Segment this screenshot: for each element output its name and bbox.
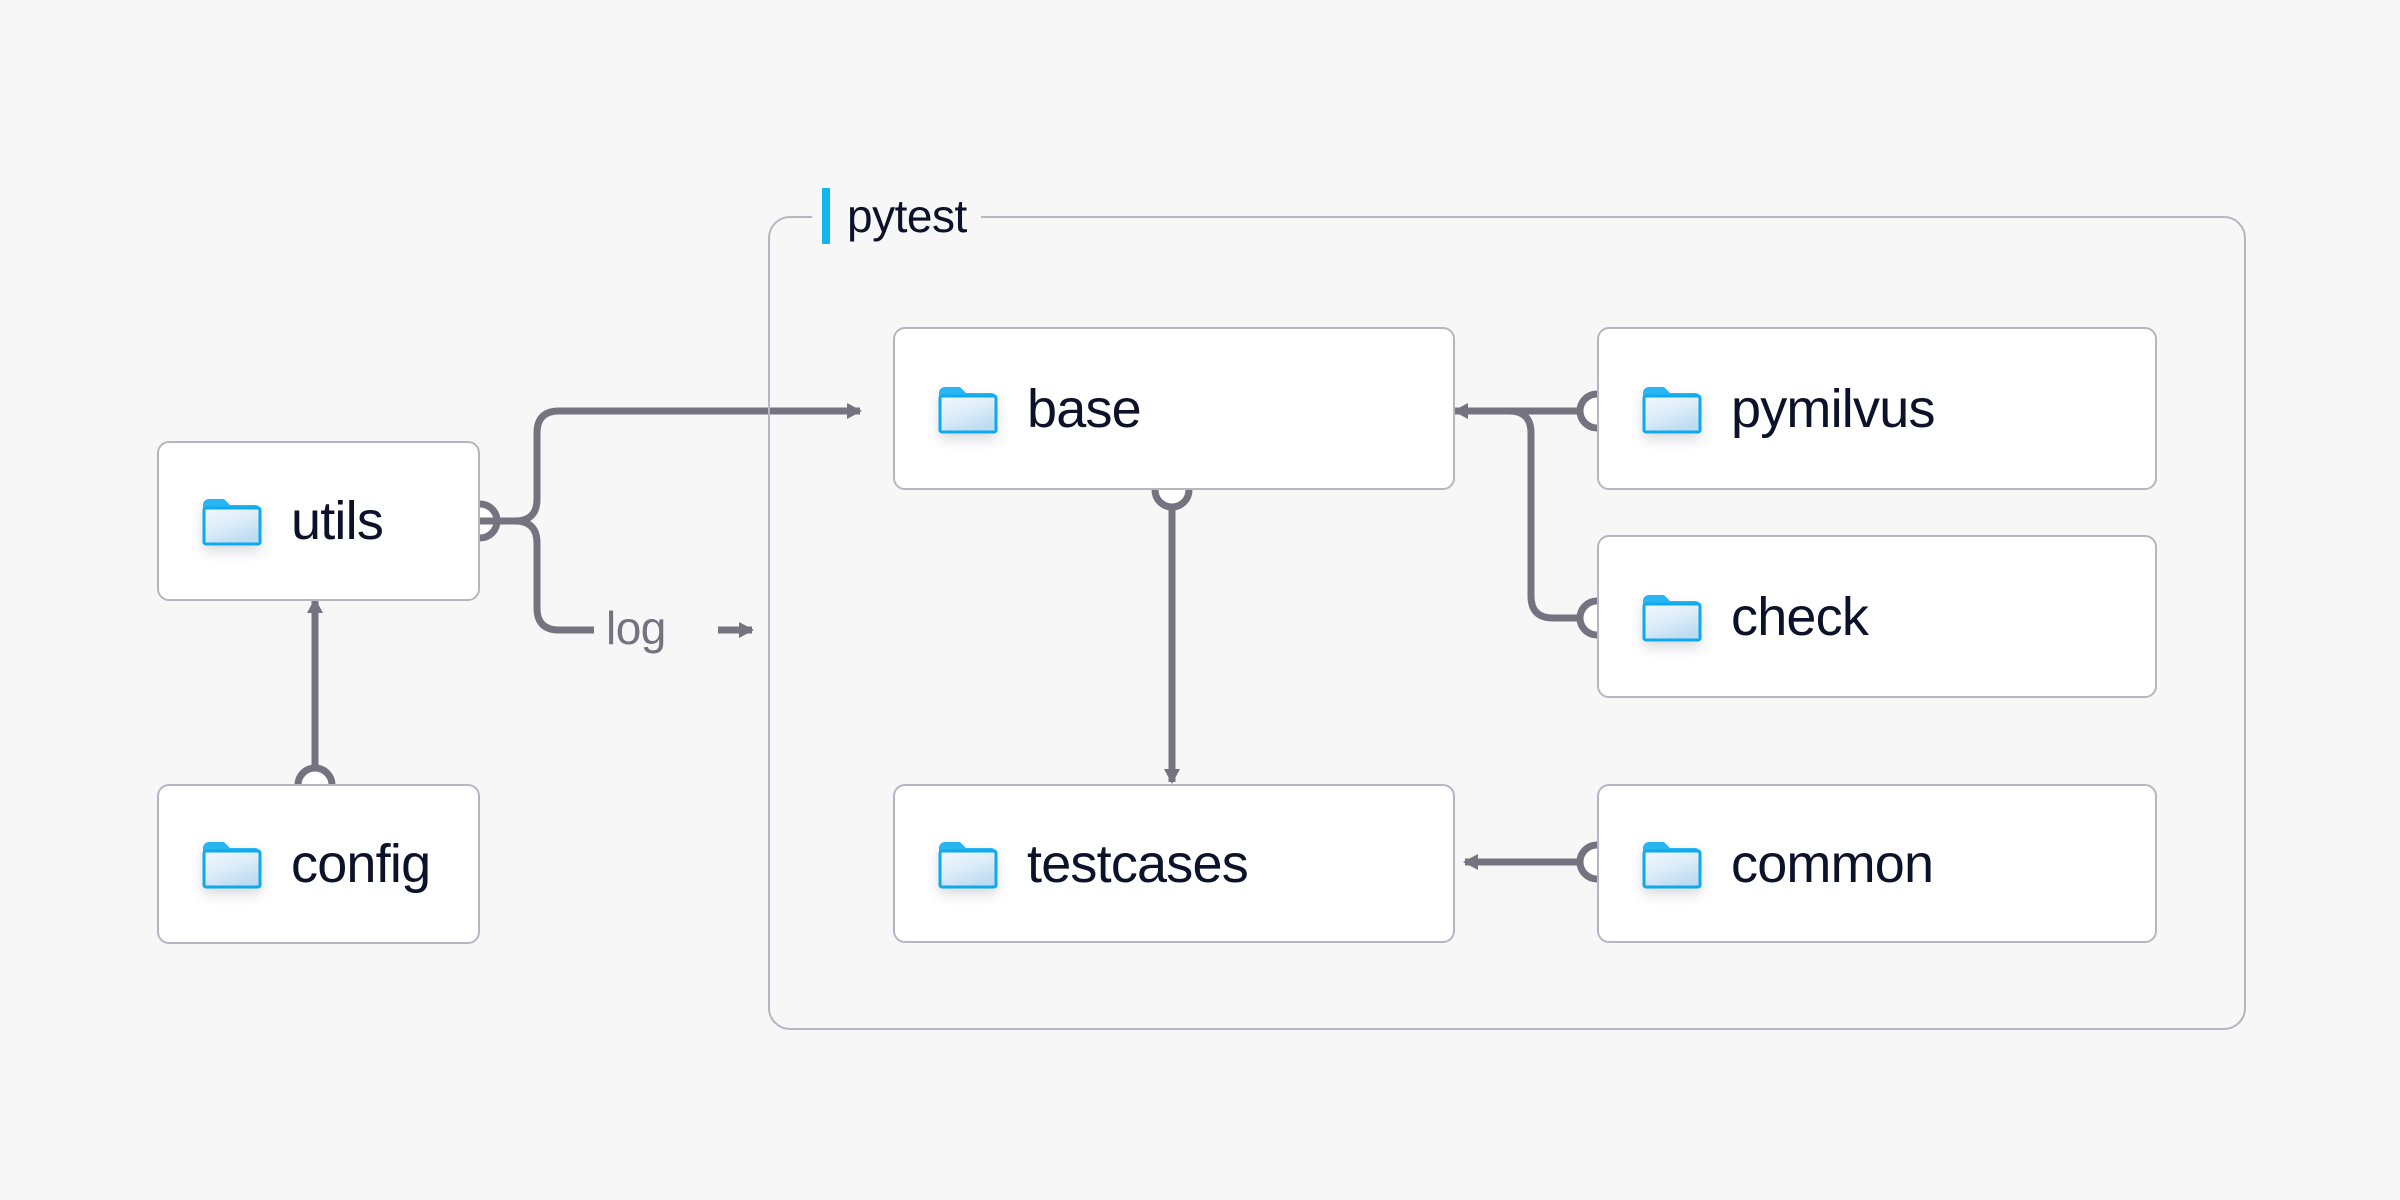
folder-icon bbox=[1641, 383, 1703, 435]
folder-icon bbox=[937, 838, 999, 890]
folder-icon bbox=[201, 838, 263, 890]
node-common-label: common bbox=[1731, 833, 1934, 894]
node-check[interactable]: check bbox=[1597, 535, 2157, 698]
folder-icon bbox=[937, 383, 999, 435]
group-pytest-label-text: pytest bbox=[847, 190, 967, 242]
edge-config-to-utils bbox=[294, 598, 336, 806]
node-testcases-label: testcases bbox=[1027, 833, 1249, 894]
node-config-label: config bbox=[291, 834, 431, 894]
node-base[interactable]: base bbox=[893, 327, 1455, 490]
node-utils-label: utils bbox=[291, 491, 384, 551]
node-testcases[interactable]: testcases bbox=[893, 784, 1455, 943]
folder-icon bbox=[1641, 838, 1703, 890]
group-pytest-label: pytest bbox=[812, 186, 981, 246]
group-accent-bar bbox=[822, 188, 830, 244]
node-pymilvus[interactable]: pymilvus bbox=[1597, 327, 2157, 490]
node-config[interactable]: config bbox=[157, 784, 480, 944]
node-check-label: check bbox=[1731, 586, 1869, 647]
folder-icon bbox=[201, 495, 263, 547]
edge-label-log: log bbox=[598, 605, 674, 651]
folder-icon bbox=[1641, 591, 1703, 643]
node-common[interactable]: common bbox=[1597, 784, 2157, 943]
node-base-label: base bbox=[1027, 378, 1142, 439]
group-pytest bbox=[768, 216, 2246, 1030]
node-pymilvus-label: pymilvus bbox=[1731, 378, 1935, 439]
node-utils[interactable]: utils bbox=[157, 441, 480, 601]
